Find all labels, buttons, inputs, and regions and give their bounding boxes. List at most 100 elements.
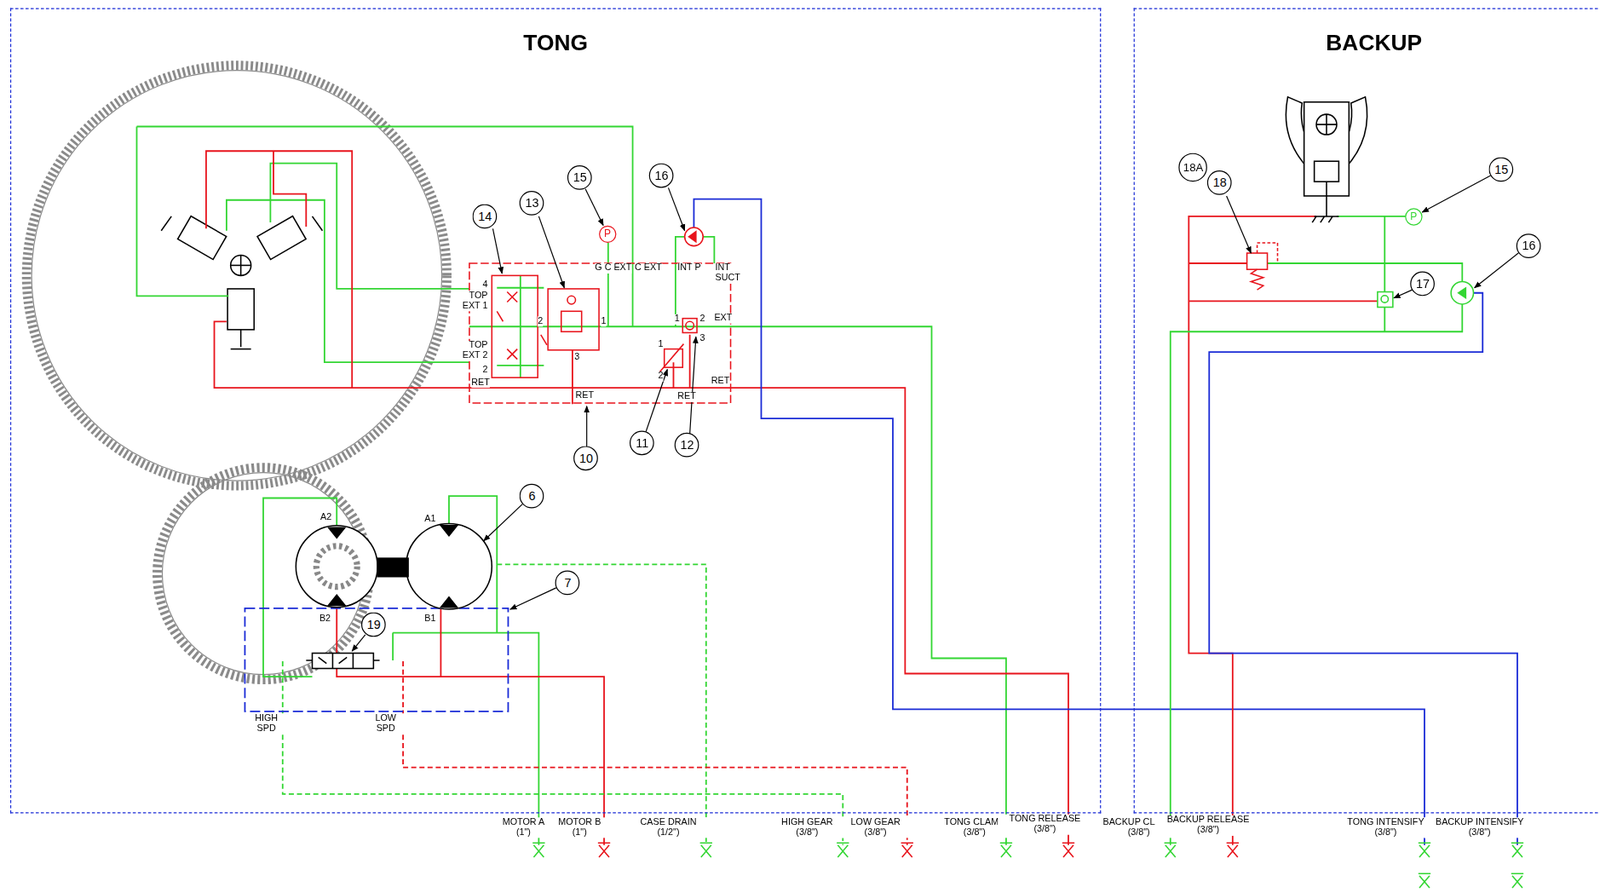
callout-circle: 19 bbox=[361, 612, 386, 638]
pin-label: G C EXT bbox=[594, 263, 632, 274]
callout-circle: 18 bbox=[1207, 170, 1232, 196]
port-label: TONG RELEASE (3/8") bbox=[997, 814, 1093, 835]
callout-circle: 16 bbox=[649, 163, 674, 189]
port-label: TOP EXT 2 bbox=[457, 340, 489, 362]
pin-label: 4 bbox=[483, 279, 489, 290]
callout-circle: 18A bbox=[1179, 153, 1209, 183]
callout-number: 18A bbox=[1183, 161, 1203, 173]
region-title: BACKUP bbox=[1134, 29, 1600, 57]
callout-circle: 10 bbox=[574, 446, 599, 472]
coupler-symbol bbox=[1511, 873, 1524, 888]
backup-jaw bbox=[1247, 97, 1474, 308]
pin-label: 3 bbox=[574, 351, 580, 363]
port-label: MOTOR B (1") bbox=[550, 817, 610, 838]
coupler-symbol bbox=[598, 842, 611, 858]
quick-couplers bbox=[532, 842, 1524, 888]
coupler-symbol bbox=[901, 842, 914, 858]
callout-circle: 15 bbox=[567, 165, 593, 190]
region-box: BACKUP 18A 18 15P 16 17 bbox=[1133, 8, 1600, 814]
pin-label: INT P bbox=[677, 263, 701, 274]
port-label: HIGH SPD bbox=[244, 713, 289, 734]
region-title: TONG bbox=[11, 29, 1100, 57]
port-label: LOW GEAR (3/8") bbox=[839, 817, 913, 838]
callout-number: 15 bbox=[1494, 163, 1508, 176]
pressure-gauge: P bbox=[598, 225, 616, 243]
callout-number: 13 bbox=[524, 197, 539, 210]
pin-label: 3 bbox=[700, 333, 706, 345]
port-label: INT SUCT bbox=[715, 263, 743, 284]
pin-label: 1 bbox=[658, 339, 664, 351]
leader-arrow bbox=[1421, 175, 1491, 213]
coupler-symbol bbox=[1164, 842, 1177, 858]
motors bbox=[295, 523, 492, 668]
callout-number: 7 bbox=[564, 576, 571, 589]
pin-label: A1 bbox=[424, 514, 436, 525]
callout-circle: 12 bbox=[674, 432, 700, 458]
pin-label: RET bbox=[575, 391, 595, 402]
callout-circle: 15 bbox=[1489, 157, 1514, 183]
callout-circle: 7 bbox=[555, 570, 581, 596]
callout-number: 19 bbox=[367, 618, 381, 631]
callout-number: 14 bbox=[477, 210, 492, 223]
jaw-cylinders bbox=[161, 216, 323, 350]
callout-number: 11 bbox=[635, 437, 649, 449]
coupler-symbol bbox=[1511, 842, 1524, 858]
port-label: TOP EXT 1 bbox=[457, 290, 489, 311]
pin-label: 2 bbox=[700, 314, 706, 325]
pressure-gauge: P bbox=[1404, 207, 1422, 225]
pin-label: RET bbox=[677, 391, 697, 403]
coupler-symbol bbox=[1000, 842, 1013, 858]
coupler-symbol bbox=[1418, 873, 1431, 888]
pin-label: B2 bbox=[319, 614, 331, 625]
port-label: TONG INTENSIFY (3/8") bbox=[1335, 817, 1436, 838]
coupler-symbol bbox=[700, 842, 713, 858]
pin-label: 2 bbox=[537, 316, 543, 327]
callout-circle: 6 bbox=[519, 483, 545, 509]
port-label: BACKUP RELEASE (3/8") bbox=[1155, 815, 1262, 836]
coupler-symbol bbox=[532, 842, 545, 858]
pin-label: C EXT bbox=[634, 263, 662, 274]
callout-number: 16 bbox=[1522, 240, 1537, 253]
pin-label: EXT bbox=[713, 313, 732, 324]
callout-circle: 11 bbox=[629, 431, 655, 456]
coupler-symbol bbox=[1062, 842, 1075, 858]
callout-number: 18 bbox=[1213, 177, 1227, 190]
callout-number: 12 bbox=[680, 438, 695, 451]
region-box: TONG141315P161011126719 bbox=[10, 8, 1101, 814]
callout-circle: 13 bbox=[519, 190, 545, 216]
leader-arrow bbox=[585, 189, 604, 226]
callout-number: P bbox=[1410, 211, 1417, 222]
callout-circle: 14 bbox=[472, 204, 498, 230]
callout-number: 16 bbox=[655, 169, 669, 182]
pin-label: 2 bbox=[483, 365, 489, 376]
callout-number: P bbox=[604, 229, 611, 240]
leader-lines bbox=[351, 187, 1519, 651]
pin-label: RET bbox=[471, 377, 490, 388]
manifold-block bbox=[469, 227, 731, 403]
callout-number: 17 bbox=[1415, 277, 1430, 290]
coupler-symbol bbox=[1418, 842, 1431, 858]
port-label: BACKUP INTENSIFY (3/8") bbox=[1423, 817, 1536, 838]
callout-circle: 17 bbox=[1410, 271, 1436, 297]
pin-label: 1 bbox=[600, 316, 606, 327]
callout-circle: 16 bbox=[1516, 234, 1542, 259]
callout-number: 6 bbox=[528, 489, 536, 502]
pin-label: 2 bbox=[658, 371, 664, 382]
pin-label: 1 bbox=[674, 314, 680, 325]
pin-label: A2 bbox=[320, 512, 332, 523]
hydraulic-lines bbox=[136, 126, 1517, 846]
ring-gear bbox=[26, 65, 447, 680]
callout-number: 10 bbox=[579, 452, 593, 465]
port-label: MOTOR A (1") bbox=[494, 817, 553, 838]
pin-label: RET bbox=[711, 376, 731, 387]
port-label: LOW SPD bbox=[364, 713, 407, 734]
port-label: CASE DRAIN (1/2") bbox=[628, 817, 708, 838]
coupler-symbol bbox=[1226, 842, 1239, 858]
callout-number: 15 bbox=[573, 172, 588, 185]
pin-label: B1 bbox=[424, 614, 436, 625]
coupler-symbol bbox=[836, 842, 849, 858]
port-label: HIGH GEAR (3/8") bbox=[769, 817, 846, 838]
